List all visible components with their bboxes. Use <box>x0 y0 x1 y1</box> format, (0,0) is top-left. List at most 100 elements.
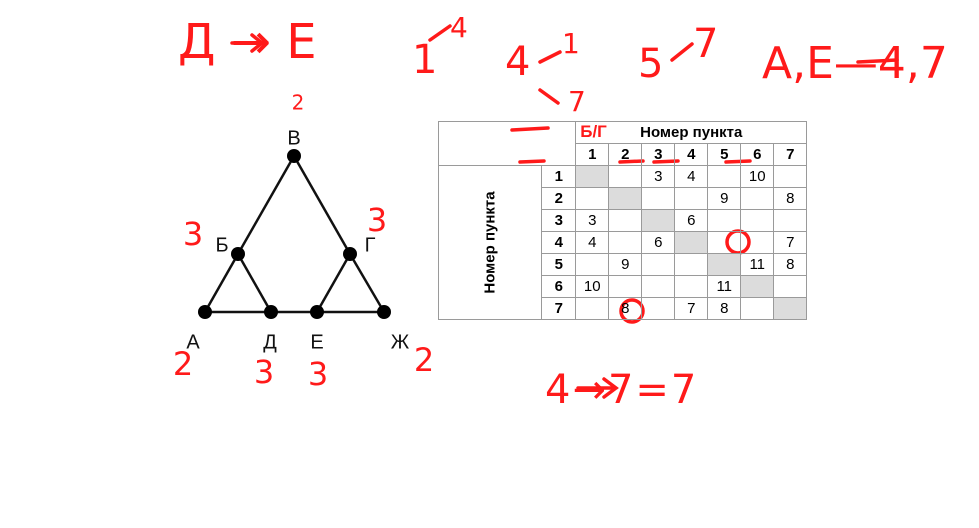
edge-В-Г <box>292 155 352 255</box>
cell-2-5: 9 <box>707 187 742 210</box>
row-number-7: 7 <box>541 297 577 320</box>
cell-3-5 <box>707 209 742 232</box>
cell-5-2: 9 <box>608 253 643 276</box>
cell-2-1 <box>575 187 610 210</box>
cell-4-5 <box>707 231 742 254</box>
arrow-stroke-bottom <box>576 377 619 399</box>
node-label-Е: Е <box>310 331 323 353</box>
node-note-А: 2 <box>173 345 193 383</box>
cell-5-7: 8 <box>773 253 808 276</box>
cell-4-6 <box>740 231 775 254</box>
column-number-2: 2 <box>608 143 643 166</box>
cell-6-3 <box>641 275 676 298</box>
node-label-Д: Д <box>263 331 277 353</box>
cell-3-3 <box>641 209 676 232</box>
cell-5-1 <box>575 253 610 276</box>
slash-stroke-5-7 <box>670 42 694 62</box>
node-В <box>287 149 301 163</box>
cell-7-5: 8 <box>707 297 742 320</box>
cell-1-1 <box>575 165 610 188</box>
cell-7-2: 8 <box>608 297 643 320</box>
table-corner <box>437 121 577 166</box>
cell-1-2 <box>608 165 643 188</box>
note-5-7-sup: 7 <box>693 21 719 67</box>
note-4-7-sub: 7 <box>568 85 586 118</box>
cell-6-4 <box>674 275 709 298</box>
cell-3-1: 3 <box>575 209 610 232</box>
cell-1-5 <box>707 165 742 188</box>
row-number-6: 6 <box>541 275 577 298</box>
row-number-3: 3 <box>541 209 577 232</box>
note-1-4-base: 1 <box>412 37 438 83</box>
row-header-text: Номер пункта <box>481 191 499 294</box>
row-number-2: 2 <box>541 187 577 210</box>
arrow-stroke-top <box>230 33 265 53</box>
cell-4-4 <box>674 231 709 254</box>
cell-3-4: 6 <box>674 209 709 232</box>
column-number-7: 7 <box>773 143 808 166</box>
cell-5-5 <box>707 253 742 276</box>
edge-Б-Д <box>236 253 273 313</box>
row-header-title: Номер пункта <box>437 165 543 320</box>
note-4-1-base: 4 <box>505 39 531 85</box>
row-number-5: 5 <box>541 253 577 276</box>
column-header-title: Б/Г Номер пункта <box>575 121 808 144</box>
edge-Г-Ж <box>348 253 386 313</box>
slash-stroke-4-1 <box>538 50 562 64</box>
cell-6-1: 10 <box>575 275 610 298</box>
node-Г <box>343 247 357 261</box>
cell-3-2 <box>608 209 643 232</box>
cell-6-7 <box>773 275 808 298</box>
cell-5-3 <box>641 253 676 276</box>
node-note-В: 2 <box>292 91 305 115</box>
node-Б <box>231 247 245 261</box>
node-note-Б: 3 <box>183 215 203 253</box>
node-Е <box>310 305 324 319</box>
cell-7-4: 7 <box>674 297 709 320</box>
note-d-to-e: Д → Е <box>178 14 317 70</box>
cell-1-3: 3 <box>641 165 676 188</box>
node-label-А: А <box>186 331 200 353</box>
node-note-Ж: 2 <box>414 341 434 379</box>
cell-2-3 <box>641 187 676 210</box>
node-note-Е: 3 <box>308 355 328 393</box>
graph-nodes <box>198 149 391 319</box>
slash-stroke-4-7 <box>538 88 560 105</box>
cell-1-4: 4 <box>674 165 709 188</box>
edge-В-Б <box>236 155 296 255</box>
row-number-4: 4 <box>541 231 577 254</box>
node-Д <box>264 305 278 319</box>
dash-stroke-ae <box>856 58 899 64</box>
node-label-Г: Г <box>365 234 376 256</box>
note-5-7-base: 5 <box>638 41 664 87</box>
node-А <box>198 305 212 319</box>
node-note-Г: 3 <box>367 201 387 239</box>
cell-3-7 <box>773 209 808 232</box>
cell-4-2 <box>608 231 643 254</box>
note-1-4-sup: 4 <box>450 11 468 44</box>
node-label-В: В <box>287 127 300 149</box>
cell-2-2 <box>608 187 643 210</box>
cell-7-1 <box>575 297 610 320</box>
note-4-7-equals-7: 4→7=7 <box>545 367 699 413</box>
node-Ж <box>377 305 391 319</box>
note-ae-47: А,Е—4,7 <box>762 38 948 89</box>
column-number-4: 4 <box>674 143 709 166</box>
cell-4-1: 4 <box>575 231 610 254</box>
cell-7-6 <box>740 297 775 320</box>
column-number-5: 5 <box>707 143 742 166</box>
row-number-1: 1 <box>541 165 577 188</box>
edge-Б-А <box>203 253 240 313</box>
cell-3-6 <box>740 209 775 232</box>
cell-7-3 <box>641 297 676 320</box>
